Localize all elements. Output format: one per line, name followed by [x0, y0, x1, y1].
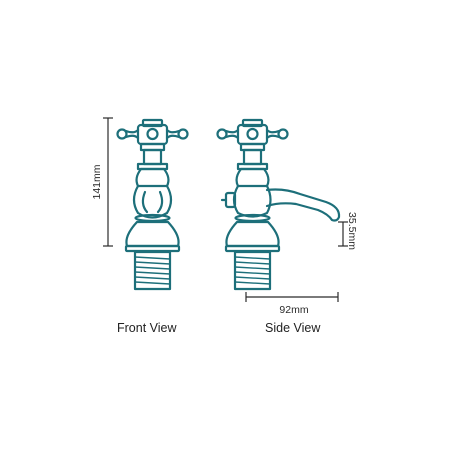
side-base-ring [224, 244, 281, 253]
side-right-handle-ball [277, 128, 289, 140]
spout-drop-dimension: 35.5mm [338, 212, 358, 250]
side-thread-lines [234, 256, 271, 285]
front-body-spout [132, 184, 173, 219]
front-base [125, 220, 180, 248]
front-left-handle-ball [116, 128, 128, 140]
side-handle-top [241, 118, 264, 128]
side-base [225, 220, 280, 248]
front-handle-left-arm [124, 128, 140, 140]
front-handle-top [141, 118, 164, 128]
spout-drop-label: 35.5mm [346, 212, 358, 250]
height-label: 141mm [91, 164, 103, 199]
front-view-caption: Front View [117, 321, 177, 335]
side-headgear [242, 148, 263, 166]
side-view-caption: Side View [265, 321, 321, 335]
side-thread [233, 250, 272, 291]
height-dimension: 141mm [91, 117, 113, 247]
front-view-tap [116, 118, 189, 291]
front-thread [133, 250, 172, 291]
width-label: 92mm [279, 304, 308, 316]
front-handle-right-arm [165, 128, 181, 140]
side-body-upper [235, 167, 270, 188]
front-thread-lines [134, 256, 171, 285]
side-view-tap [216, 118, 341, 291]
side-handle-index [246, 127, 259, 141]
front-right-handle-ball [177, 128, 189, 140]
front-handle-index [146, 127, 159, 141]
side-left-handle-ball [216, 128, 228, 140]
side-body-neck [234, 213, 271, 223]
width-dimension: 92mm [245, 292, 339, 316]
side-handle-left-arm [224, 128, 240, 140]
front-handle-cap [136, 123, 169, 146]
front-body-upper [135, 167, 170, 188]
front-base-ring [124, 244, 181, 253]
front-headgear [142, 148, 163, 166]
front-body-spout-inner [141, 190, 164, 214]
side-spout [265, 188, 341, 222]
side-body-lower [232, 184, 272, 218]
side-handle-cap [236, 123, 269, 146]
side-handle-right-arm [265, 128, 281, 140]
